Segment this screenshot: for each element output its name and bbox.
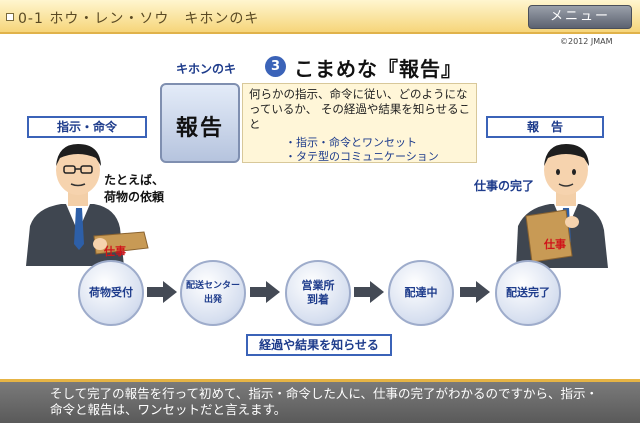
narration-text: そして完了の報告を行って初めて、指示・命令した人に、仕事の完了がわかるのですから…: [50, 386, 599, 417]
manager-illustration: [26, 144, 149, 266]
flow-step-label: 配達中: [404, 286, 438, 299]
flow-step-label: 配送完了: [506, 286, 550, 299]
flow-step-departed: 配送センター 出発: [180, 260, 246, 326]
flow-step-label: 配送センター 出発: [185, 281, 240, 305]
section-prefix: キホンのキ: [176, 62, 237, 76]
menu-button[interactable]: メニュー: [528, 5, 632, 29]
flow-step-label: 営業所 到着: [301, 279, 335, 306]
completion-note: 仕事の完了: [474, 179, 535, 193]
flow-step-received: 荷物受付: [78, 260, 144, 326]
report-label: 報 告: [486, 116, 604, 138]
section-number-badge: 3: [265, 56, 286, 77]
page-title: 0-1 ホウ・レン・ソウ キホンのキ: [18, 11, 260, 27]
definition-box: 何らかの指示、命令に従い、どのようになっているか、 その経過や結果を知らせること…: [242, 83, 477, 163]
checkbox-square-icon: [6, 13, 14, 21]
section-title: こまめな『報告』: [294, 57, 462, 81]
flow-step-label: 荷物受付: [89, 286, 133, 299]
flow-step-arrived: 営業所 到着: [285, 260, 351, 326]
definition-bullet: ・タテ型のコミュニケーション: [285, 150, 439, 163]
worker-illustration: [516, 144, 608, 268]
progress-report-label: 経過や結果を知らせる: [246, 334, 392, 356]
flow-arrow-icon: [250, 281, 280, 303]
flow-step-delivered: 配送完了: [495, 260, 561, 326]
narration-bar: そして完了の報告を行って初めて、指示・命令した人に、仕事の完了がわかるのですから…: [0, 379, 640, 423]
flow-arrow-icon: [460, 281, 490, 303]
example-note: たとえば、 荷物の依頼: [104, 173, 165, 204]
instruction-label: 指示・命令: [27, 116, 147, 138]
definition-text: 何らかの指示、命令に従い、どのようになっているか、 その経過や結果を知らせること: [249, 87, 471, 131]
copyright-text: ©2012 JMAM: [560, 37, 613, 46]
task-label: 仕事: [544, 238, 566, 251]
flow-step-delivering: 配達中: [388, 260, 454, 326]
term-box: 報告: [160, 83, 240, 163]
term-label: 報告: [175, 116, 224, 141]
header-bar: 0-1 ホウ・レン・ソウ キホンのキ メニュー: [0, 0, 640, 34]
flow-arrow-icon: [354, 281, 384, 303]
definition-bullet: ・指示・命令とワンセット: [285, 136, 417, 149]
flow-arrow-icon: [147, 281, 177, 303]
task-label: 仕事: [104, 245, 126, 258]
